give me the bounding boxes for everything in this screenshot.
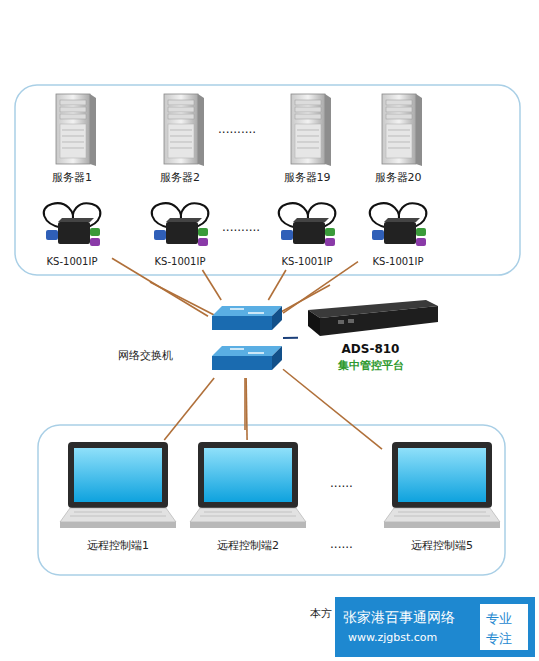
kvm-node: KS-1001IP	[140, 198, 220, 270]
watermark-text: 张家港百事通网络	[343, 609, 455, 627]
network-cable	[283, 262, 358, 314]
server-node: 服务器1	[42, 92, 102, 187]
laptop-icon	[58, 440, 178, 532]
node-label: ADS-810	[278, 342, 463, 356]
node-label: KS-1001IP	[12, 256, 132, 267]
network-cable	[268, 270, 286, 300]
node-label: 远程控制端5	[362, 538, 522, 553]
ellipsis-dots: ......	[330, 537, 353, 551]
watermark-url: www.zjgbst.com	[348, 631, 437, 644]
node-label: KS-1001IP	[247, 256, 367, 267]
node-label: 网络交换机	[118, 348, 173, 363]
server-icon	[150, 92, 210, 167]
node-label: 服务器20	[348, 170, 448, 185]
node-label: KS-1001IP	[338, 256, 458, 267]
switch-icon	[208, 300, 283, 378]
server-group-frame	[15, 85, 520, 275]
ellipsis-dots: ..........	[222, 220, 260, 234]
ads-node: ADS-810集中管控平台	[298, 296, 443, 376]
kvm-module-icon	[32, 198, 112, 254]
node-label: KS-1001IP	[120, 256, 240, 267]
watermark-tag: 专注	[486, 630, 512, 648]
node-label: 服务器1	[22, 170, 122, 185]
client-group-frame	[38, 425, 505, 575]
laptop-icon	[188, 440, 308, 532]
node-label: 远程控制端2	[168, 538, 328, 553]
server-icon	[368, 92, 428, 167]
ellipsis-dots: ..........	[218, 122, 256, 136]
network-cable	[164, 378, 214, 440]
network-cable	[283, 369, 382, 449]
server-node: 服务器20	[368, 92, 428, 187]
switch-node: 网络交换机	[208, 300, 283, 378]
watermark-tag: 专业	[486, 610, 512, 628]
laptop-node: 远程控制端5	[382, 440, 502, 555]
kvm-module-icon	[358, 198, 438, 254]
laptop-node: 远程控制端2	[188, 440, 308, 555]
network-cable	[283, 337, 298, 339]
server-icon	[42, 92, 102, 167]
node-label: 服务器2	[130, 170, 230, 185]
kvm-module-icon	[140, 198, 220, 254]
kvm-node: KS-1001IP	[32, 198, 112, 270]
ellipsis-dots: ......	[330, 476, 353, 490]
kvm-module-icon	[267, 198, 347, 254]
extra-cables	[150, 282, 330, 430]
node-label: 集中管控平台	[278, 358, 463, 373]
node-label: 远程控制端1	[38, 538, 198, 553]
server-icon	[277, 92, 337, 167]
laptop-icon	[382, 440, 502, 532]
network-cable	[245, 378, 248, 440]
ads-device-icon	[298, 296, 443, 340]
note-text: 本方	[310, 606, 332, 621]
server-node: 服务器19	[277, 92, 337, 187]
node-label: 服务器19	[257, 170, 357, 185]
network-cable	[202, 270, 221, 300]
kvm-node: KS-1001IP	[267, 198, 347, 270]
laptop-node: 远程控制端1	[58, 440, 178, 555]
kvm-node: KS-1001IP	[358, 198, 438, 270]
server-node: 服务器2	[150, 92, 210, 187]
